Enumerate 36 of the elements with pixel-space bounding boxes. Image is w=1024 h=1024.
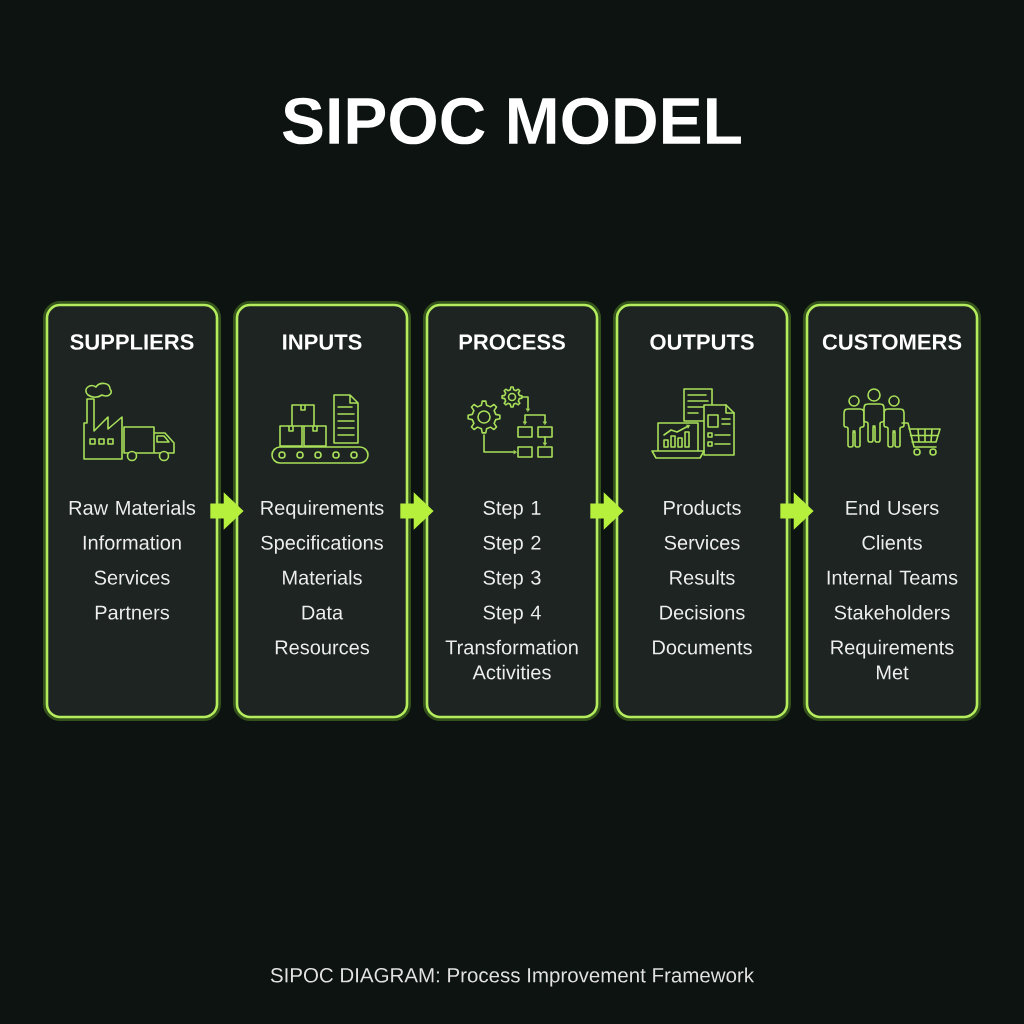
list-item: End Users — [846, 500, 939, 515]
list-item: Partners — [95, 605, 170, 620]
list-item: Step 3 — [483, 570, 541, 589]
list-item: Information — [83, 535, 181, 550]
list-item: Transformation Activities — [445, 639, 578, 680]
list-item: Resources — [275, 640, 370, 655]
column-heading: OUTPUTS — [650, 334, 754, 350]
title: SIPOC MODEL — [282, 97, 741, 145]
list-item: Internal Teams — [827, 570, 958, 585]
list-item: Step 1 — [483, 500, 541, 519]
column-box — [423, 301, 601, 721]
column-heading: CUSTOMERS — [822, 334, 962, 350]
list-item: Requirements — [261, 500, 384, 519]
column-box — [613, 301, 791, 721]
list-item: Services — [94, 570, 170, 585]
column-box — [803, 301, 981, 721]
list-item: Results — [670, 570, 735, 585]
column-heading: INPUTS — [283, 334, 362, 350]
list-item: Raw Materials — [69, 500, 196, 515]
list-item: Step 4 — [483, 605, 541, 624]
list-item: Decisions — [660, 604, 745, 620]
column-box — [233, 301, 411, 721]
list-item: Step 2 — [483, 535, 541, 554]
list-item: Documents — [653, 640, 752, 655]
column-heading: SUPPLIERS — [70, 334, 194, 350]
list-item: Services — [664, 535, 740, 550]
list-item: Specifications — [261, 535, 383, 554]
column-box — [43, 301, 221, 721]
list-item: Data — [302, 605, 344, 620]
list-item: Clients — [862, 535, 922, 550]
list-item: Materials — [283, 570, 362, 585]
list-item: Requirements Met — [831, 639, 954, 680]
list-item: Stakeholders — [834, 604, 950, 620]
column-heading: PROCESS — [459, 334, 565, 350]
caption: SIPOC DIAGRAM: Process Improvement Framework — [270, 967, 755, 987]
list-item: Products — [664, 500, 741, 515]
